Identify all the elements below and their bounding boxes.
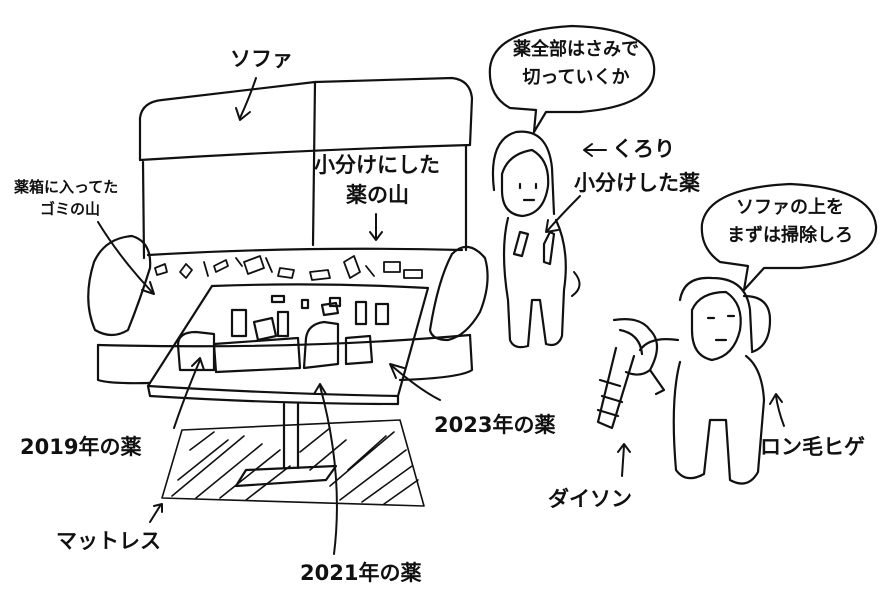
bubble-right-text: ソファの上を まずは掃除しろ: [706, 194, 874, 250]
sofa-drawing: [87, 76, 489, 385]
sofa-label: ソファ: [230, 47, 293, 71]
bubble-left-line1: 薬全部はさみで: [513, 39, 639, 60]
bubble-right-outline: [700, 182, 878, 292]
dyson-vacuum-drawing: [596, 318, 666, 430]
mattress-label: マットレス: [56, 529, 161, 553]
annotation-arrows: [97, 77, 785, 555]
med-2023-label: 2023年の薬: [434, 413, 556, 437]
pile-label-line2: 薬の山: [346, 183, 409, 207]
med-2021-label: 2021年の薬: [300, 561, 422, 585]
bubble-right-line1: ソファの上を: [736, 197, 844, 218]
bubble-right-line2: まずは掃除しろ: [727, 225, 853, 246]
dust-pile-drawing: [154, 255, 423, 281]
kurori-label: くろり: [612, 137, 675, 161]
kurori-figure: [491, 130, 567, 349]
table-drawing: [146, 283, 430, 488]
mattress-drawing: [161, 419, 425, 507]
dust-in-box-label-line2: ゴミの山: [40, 200, 101, 218]
bubble-left-line2: 切っていくか: [522, 67, 630, 88]
dust-in-box-label-line1: 薬箱に入ってた: [14, 178, 119, 196]
med-2019-label: 2019年の薬: [20, 435, 142, 459]
pile-label-line1: 小分けにした: [314, 153, 440, 177]
long-hair-beard-label: ロン毛ヒゲ: [760, 435, 865, 459]
bubble-left-text: 薬全部はさみで 切っていくか: [496, 36, 656, 92]
dyson-label: ダイソン: [548, 487, 632, 511]
kurori-item-label: 小分けした薬: [574, 171, 700, 195]
long-hair-beard-figure: [638, 276, 772, 485]
bubble-left-outline: [488, 24, 656, 134]
